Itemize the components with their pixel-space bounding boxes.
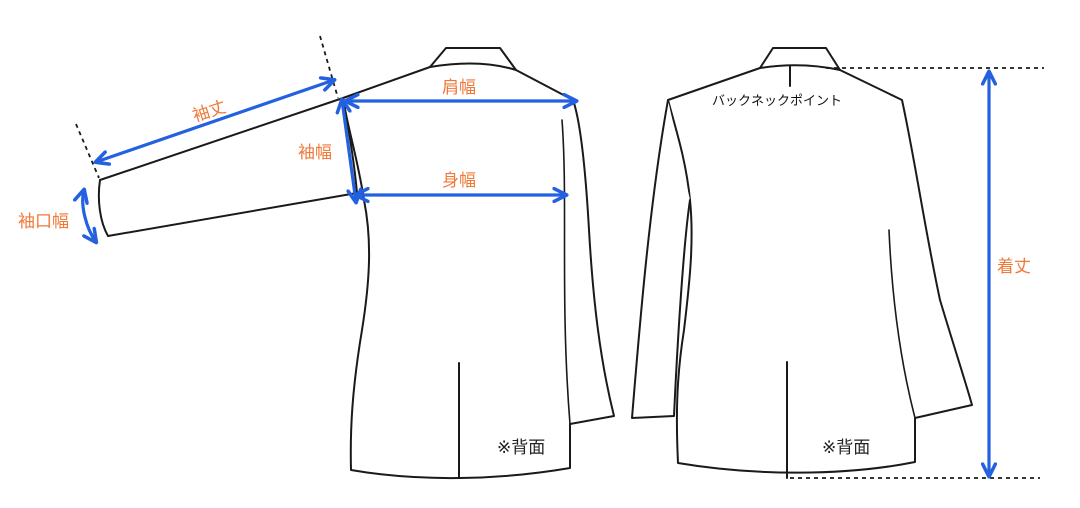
back-neck-point-label: バックネックポイント	[712, 94, 842, 109]
left-collar	[429, 62, 517, 71]
measurement-arrows	[83, 72, 989, 476]
sleeve-width-arrow	[342, 100, 356, 202]
right-left-sleeve	[631, 99, 691, 419]
body-length-label: 着丈	[997, 257, 1031, 277]
shoulder-width-label: 肩幅	[442, 78, 476, 98]
body-width-label: 身幅	[442, 171, 476, 191]
sleeve-length-label: 袖丈	[190, 97, 229, 127]
right-sleeve-seam	[888, 229, 916, 419]
left-sleeve-seam	[561, 119, 571, 425]
sleeve-width-label: 袖幅	[298, 143, 332, 163]
cuff-width-label: 袖口幅	[18, 212, 69, 232]
back-view-note-left: ※背面	[497, 438, 545, 458]
back-view-note-right: ※背面	[822, 438, 870, 458]
guide-lines	[75, 35, 1044, 479]
left-jacket-body	[342, 47, 615, 480]
cuff-width-arrow	[83, 190, 96, 242]
right-jacket-body	[667, 47, 973, 474]
sleeve-cuff-guide	[75, 123, 100, 179]
sleeve-length-arrow	[96, 80, 334, 162]
sleeve-top-guide	[319, 35, 339, 99]
left-extended-sleeve	[97, 97, 358, 237]
right-collar	[759, 64, 841, 71]
right-jacket	[631, 47, 973, 479]
left-jacket	[97, 47, 615, 480]
